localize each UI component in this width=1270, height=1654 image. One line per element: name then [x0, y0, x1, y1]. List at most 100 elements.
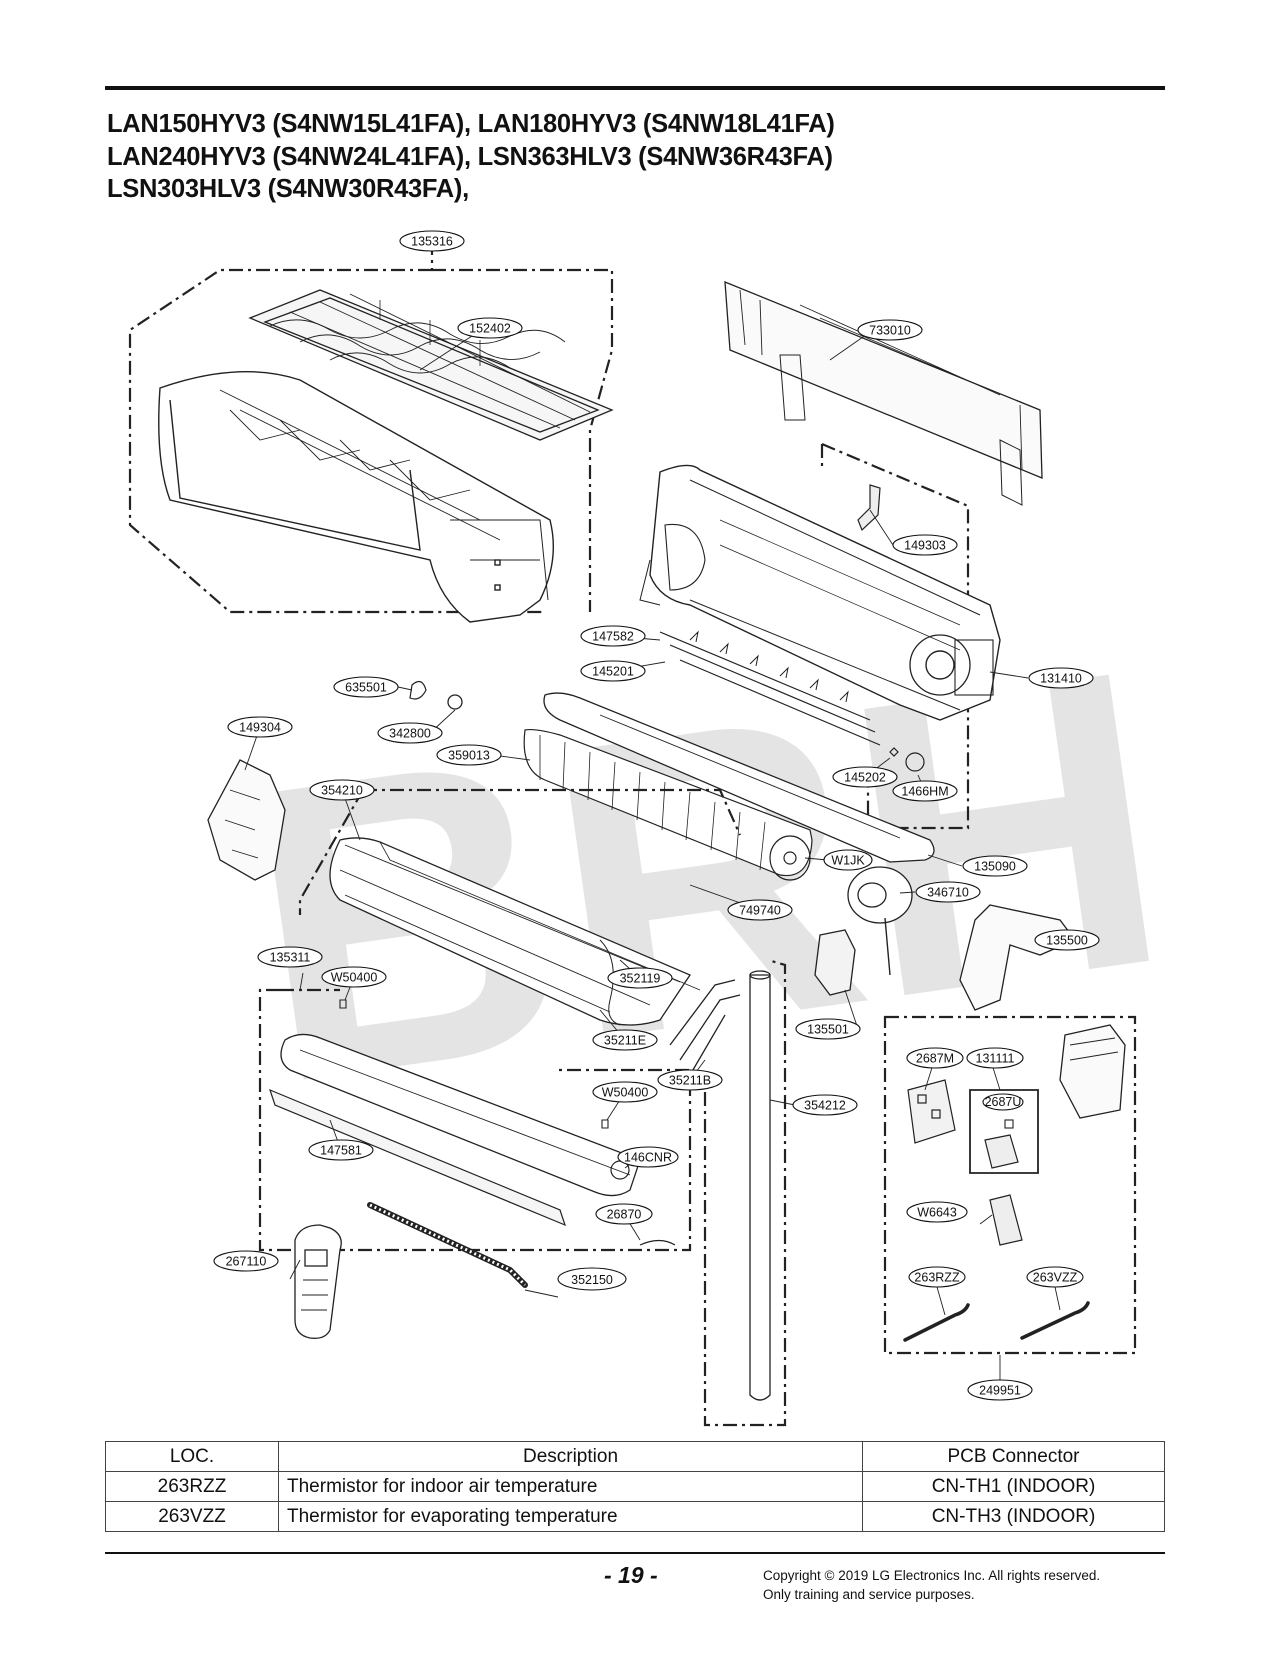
table-row: 263RZZ Thermistor for indoor air tempera…: [105, 1471, 1165, 1502]
label-149304: 149304: [227, 716, 293, 738]
label-346710: 346710: [915, 881, 981, 903]
svg-text:352150: 352150: [571, 1273, 613, 1287]
label-352119: 352119: [607, 967, 673, 989]
label-W1JK: W1JK: [823, 849, 873, 871]
lower-cover: [269, 1088, 566, 1227]
chassis: [639, 464, 1001, 721]
label-354210: 354210: [309, 779, 375, 801]
svg-text:2687M: 2687M: [916, 1052, 954, 1066]
svg-text:135501: 135501: [807, 1023, 849, 1037]
svg-text:354212: 354212: [804, 1099, 846, 1113]
title-line-3: LSN303HLV3 (S4NW30R43FA),: [107, 175, 469, 203]
installation-plate: [724, 281, 1043, 506]
svg-text:26870: 26870: [607, 1208, 642, 1222]
label-135311: 135311: [257, 946, 323, 968]
svg-text:263VZZ: 263VZZ: [1033, 1271, 1078, 1285]
svg-text:35211B: 35211B: [669, 1074, 711, 1088]
label-342800: 342800: [377, 722, 443, 744]
svg-text:152402: 152402: [469, 322, 511, 336]
svg-text:W50400: W50400: [331, 971, 378, 985]
label-147582: 147582: [580, 625, 646, 647]
svg-text:135500: 135500: [1046, 934, 1088, 948]
svg-text:263RZZ: 263RZZ: [914, 1271, 960, 1285]
cell-loc: 263VZZ: [105, 1501, 279, 1532]
label-152402: 152402: [457, 317, 523, 339]
thermistor-indoor-air: [903, 1303, 970, 1342]
svg-text:135316: 135316: [411, 235, 453, 249]
sub-pcb-outline: [969, 1089, 1039, 1174]
display-wire: [639, 1239, 676, 1246]
label-2687U: 2687U: [982, 1093, 1024, 1111]
svg-text:135311: 135311: [270, 951, 311, 965]
front-body: [158, 371, 554, 623]
svg-text:149303: 149303: [904, 539, 946, 553]
label-135316: 135316: [399, 230, 465, 252]
control-box: [1059, 1024, 1126, 1119]
svg-text:W50400: W50400: [602, 1086, 649, 1100]
label-635501: 635501: [333, 676, 399, 698]
cell-connector: CN-TH3 (INDOOR): [862, 1501, 1165, 1532]
side-cover: [207, 759, 286, 881]
cell-description: Thermistor for indoor air temperature: [278, 1471, 863, 1502]
svg-text:2687U: 2687U: [985, 1095, 1022, 1109]
label-263VZZ: 263VZZ: [1026, 1266, 1084, 1288]
label-354212: 354212: [792, 1094, 858, 1116]
display-pcb-chip: [1004, 1119, 1014, 1129]
drain-hose: [749, 970, 771, 1401]
cell-connector: CN-TH1 (INDOOR): [862, 1471, 1165, 1502]
top-rule: [105, 86, 1165, 90]
label-352150: 352150: [557, 1267, 627, 1291]
svg-text:346710: 346710: [927, 886, 969, 900]
thermistor-evaporating: [1020, 1301, 1090, 1340]
table-row: 263VZZ Thermistor for evaporating temper…: [105, 1501, 1165, 1532]
label-1466HM: 1466HM: [892, 780, 958, 802]
drain-pan-group-outline: [258, 988, 692, 1252]
label-35211E: 35211E: [592, 1029, 658, 1051]
svg-text:249951: 249951: [979, 1384, 1021, 1398]
svg-text:733010: 733010: [869, 324, 911, 338]
svg-text:1466HM: 1466HM: [901, 785, 948, 799]
cell-description: Thermistor for evaporating temperature: [278, 1501, 863, 1532]
svg-text:131410: 131410: [1040, 672, 1082, 686]
svg-text:W6643: W6643: [917, 1206, 957, 1220]
display-pcb: [984, 1134, 1019, 1169]
bottom-rule: [105, 1552, 1165, 1554]
title-line-2: LAN240HYV3 (S4NW24L41FA), LSN363HLV3 (S4…: [107, 142, 833, 171]
refrigerant-pipes: [669, 979, 741, 1076]
svg-text:147582: 147582: [592, 630, 634, 644]
label-749740: 749740: [727, 899, 793, 921]
svg-text:354210: 354210: [321, 784, 363, 798]
copyright-notice: Copyright © 2019 LG Electronics Inc. All…: [763, 1566, 1100, 1604]
thermistor-table: LOC. Description PCB Connector 263RZZ Th…: [105, 1441, 1165, 1532]
label-145201: 145201: [580, 660, 646, 682]
copyright-line-2: Only training and service purposes.: [763, 1587, 975, 1602]
bearing: [447, 694, 463, 710]
remote-control: [294, 1224, 342, 1339]
label-2687M: 2687M: [906, 1047, 964, 1069]
step-motor: [905, 752, 925, 772]
bearing-holder: [409, 680, 427, 700]
motor-cover: [959, 904, 1077, 1011]
fan-motor: [847, 866, 913, 976]
discharge-vane: [543, 692, 935, 863]
svg-text:149304: 149304: [239, 721, 281, 735]
motor-mount: [814, 929, 856, 996]
label-263RZZ: 263RZZ: [908, 1266, 966, 1288]
evaporator: [329, 837, 701, 1026]
svg-text:635501: 635501: [345, 681, 387, 695]
col-description: Description: [278, 1441, 863, 1472]
vane-pin: [889, 747, 899, 757]
screw-2: [601, 1119, 609, 1129]
label-267110: 267110: [213, 1250, 279, 1272]
label-147581: 147581: [308, 1139, 374, 1161]
col-pcb-connector: PCB Connector: [862, 1441, 1165, 1472]
drain-pan: [280, 1033, 641, 1197]
cell-loc: 263RZZ: [105, 1471, 279, 1502]
page-number: - 19 -: [604, 1562, 658, 1588]
label-733010: 733010: [857, 319, 923, 341]
label-135500: 135500: [1034, 929, 1100, 951]
svg-text:W1JK: W1JK: [831, 854, 865, 868]
label-146CNR: 146CNR: [617, 1146, 679, 1168]
electronics-group-outline: [883, 1015, 1137, 1355]
